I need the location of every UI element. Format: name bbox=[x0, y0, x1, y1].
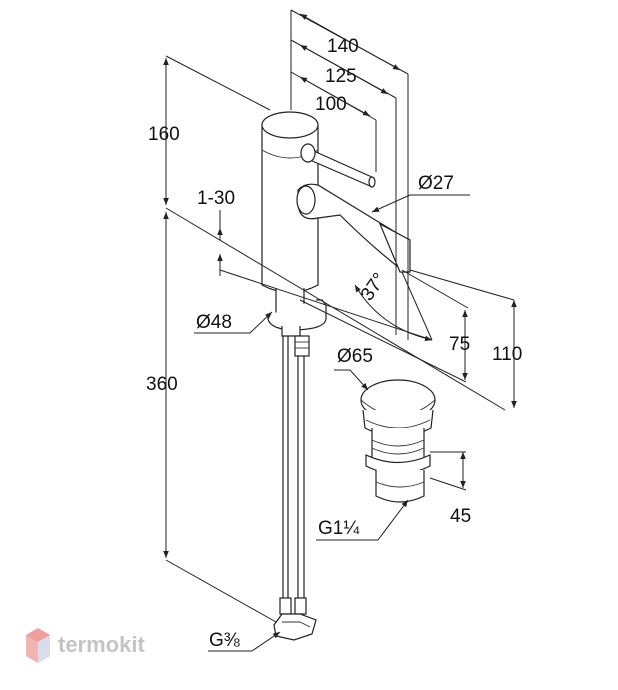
label-125: 125 bbox=[325, 66, 357, 87]
label-g3-8: G⅜ bbox=[209, 630, 240, 651]
base-fixing bbox=[267, 288, 327, 337]
dimension-lines bbox=[163, 9, 517, 652]
label-d48: Ø48 bbox=[196, 312, 232, 333]
label-140: 140 bbox=[327, 36, 359, 57]
watermark-text: termokit bbox=[58, 632, 145, 657]
label-1-30: 1-30 bbox=[197, 188, 235, 209]
handle-lever bbox=[300, 143, 376, 188]
supply-hose bbox=[273, 335, 317, 641]
label-45: 45 bbox=[450, 506, 471, 527]
label-d27: Ø27 bbox=[418, 173, 454, 194]
spout bbox=[296, 183, 411, 273]
label-160: 160 bbox=[148, 124, 180, 145]
label-100: 100 bbox=[315, 94, 347, 115]
label-75: 75 bbox=[449, 334, 470, 355]
label-37-deg: 37° bbox=[357, 269, 391, 305]
label-d65: Ø65 bbox=[337, 346, 373, 367]
label-360: 360 bbox=[146, 374, 178, 395]
label-110: 110 bbox=[492, 344, 522, 365]
label-g1-1-4: G1¼ bbox=[318, 518, 360, 539]
watermark-logo-icon bbox=[26, 628, 50, 663]
faucet-body bbox=[261, 111, 411, 641]
dimension-labels: 140 125 100 160 1-30 Ø27 37° Ø48 75 110 … bbox=[146, 36, 522, 651]
watermark: termokit bbox=[26, 628, 145, 663]
drain-assembly bbox=[360, 379, 436, 503]
